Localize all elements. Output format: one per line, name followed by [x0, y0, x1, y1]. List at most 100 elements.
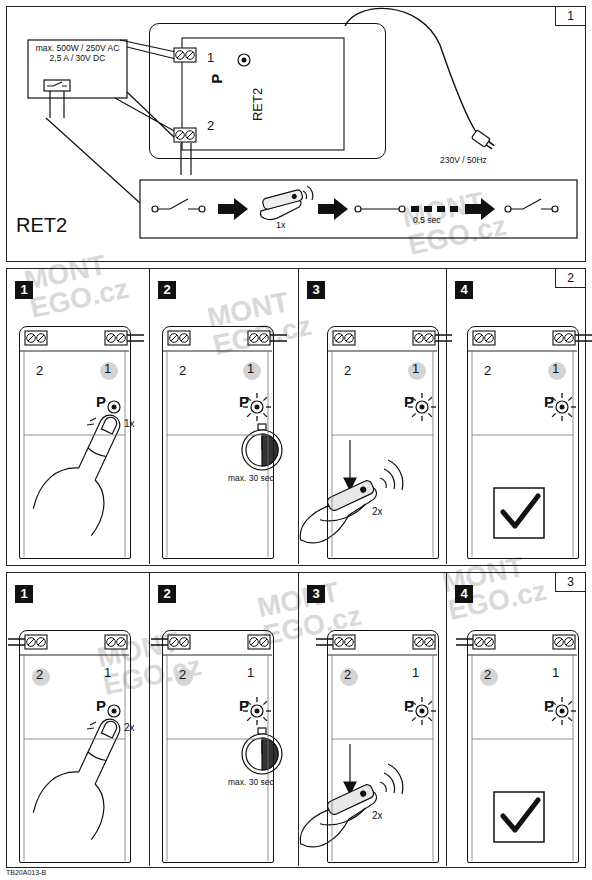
relay-pin [50, 91, 64, 118]
step-number: 4 [455, 585, 473, 603]
step-column: 221P [149, 269, 298, 564]
mains-plug [471, 130, 496, 151]
press-count: 2x [372, 810, 383, 822]
remote-button [292, 194, 297, 199]
terminal-block [105, 635, 127, 649]
unit-detail [163, 631, 272, 861]
button-core [420, 709, 425, 714]
led-flash [421, 697, 422, 702]
led-flash [263, 701, 267, 705]
screw-slot [177, 132, 183, 138]
dash [437, 206, 445, 212]
housing-line [20, 655, 129, 656]
output-wire [435, 335, 452, 341]
led-flash [256, 393, 257, 398]
button-label: P [239, 697, 249, 714]
relay-spec [28, 40, 140, 203]
terminal-number: 1 [104, 362, 111, 377]
housing-line [472, 435, 573, 436]
channel-highlight [100, 362, 118, 380]
unit-detail [328, 327, 437, 557]
knuckle [87, 448, 106, 458]
screw-slot [476, 639, 482, 645]
terminal-screw [117, 334, 126, 343]
terminal-screw [170, 334, 179, 343]
terminal-number: 1 [247, 666, 254, 681]
led-flash [247, 413, 251, 417]
terminal-screw [345, 334, 354, 343]
button-label: P [96, 393, 106, 410]
terminal-screw [485, 638, 494, 647]
screw-slot [251, 335, 257, 341]
screw-slot [118, 335, 124, 341]
leader-line [46, 118, 140, 203]
button-core [255, 405, 260, 410]
terminal-screw [176, 131, 185, 140]
terminal-block [553, 635, 575, 649]
remote [262, 189, 303, 210]
led-flash [561, 416, 562, 421]
terminal-screw [565, 334, 574, 343]
unit-detail [468, 327, 577, 557]
terminal-screw [475, 334, 484, 343]
receiver-unit: 21P [327, 326, 439, 559]
housing-line [472, 351, 473, 557]
switch-open [505, 199, 558, 212]
signal-waves [380, 460, 403, 490]
terminal-screw [260, 638, 269, 647]
finger [32, 401, 143, 536]
housing-line [573, 655, 574, 861]
terminal-screw [415, 638, 424, 647]
relay-symbol [44, 80, 70, 91]
step-column: 421P [446, 269, 587, 564]
led-flash [428, 701, 432, 705]
terminal-block [333, 635, 355, 649]
button-label: P [544, 697, 554, 714]
housing-line [125, 351, 126, 557]
screw-slot [28, 335, 34, 341]
program-button [108, 401, 120, 413]
led-flash [263, 397, 267, 401]
receiver-unit: 21P [162, 630, 274, 863]
switch-node [152, 206, 158, 212]
terminal-screw [345, 638, 354, 647]
led-flash [561, 720, 562, 725]
led-flash [266, 406, 271, 407]
receiver-unit: 21P [19, 630, 131, 863]
housing-line [332, 351, 333, 557]
press-marks [87, 418, 96, 425]
dash [450, 206, 458, 212]
dash [424, 206, 432, 212]
watermark: MONT EGO.cz [22, 246, 136, 323]
receiver-unit: 21P [19, 326, 131, 559]
terminal-screw [250, 334, 259, 343]
housing-line [167, 435, 268, 436]
led-flash [568, 413, 572, 417]
terminal-screw [250, 638, 259, 647]
terminal-block [553, 331, 575, 345]
led-flash [247, 717, 251, 721]
terminal-screw [565, 638, 574, 647]
button-label: P [239, 393, 249, 410]
switch-node [505, 206, 511, 212]
dash [411, 206, 419, 212]
terminal-block [473, 331, 495, 345]
screw-slot [566, 335, 572, 341]
led-flash [568, 717, 572, 721]
led-flash [561, 697, 562, 702]
terminal-block [174, 128, 196, 142]
screw-slot [171, 639, 177, 645]
housing-line [332, 739, 433, 740]
housing-line [328, 655, 437, 656]
terminal-screw [170, 638, 179, 647]
button-core [242, 58, 247, 63]
led-flash [263, 717, 267, 721]
model-name: RET2 [251, 88, 266, 121]
screw-slot [181, 335, 187, 341]
unit-detail [328, 631, 437, 861]
check-frame [494, 488, 544, 538]
screw-slot [108, 639, 114, 645]
switch-node [399, 206, 405, 212]
terminal-block [25, 635, 47, 649]
screw-slot [181, 639, 187, 645]
